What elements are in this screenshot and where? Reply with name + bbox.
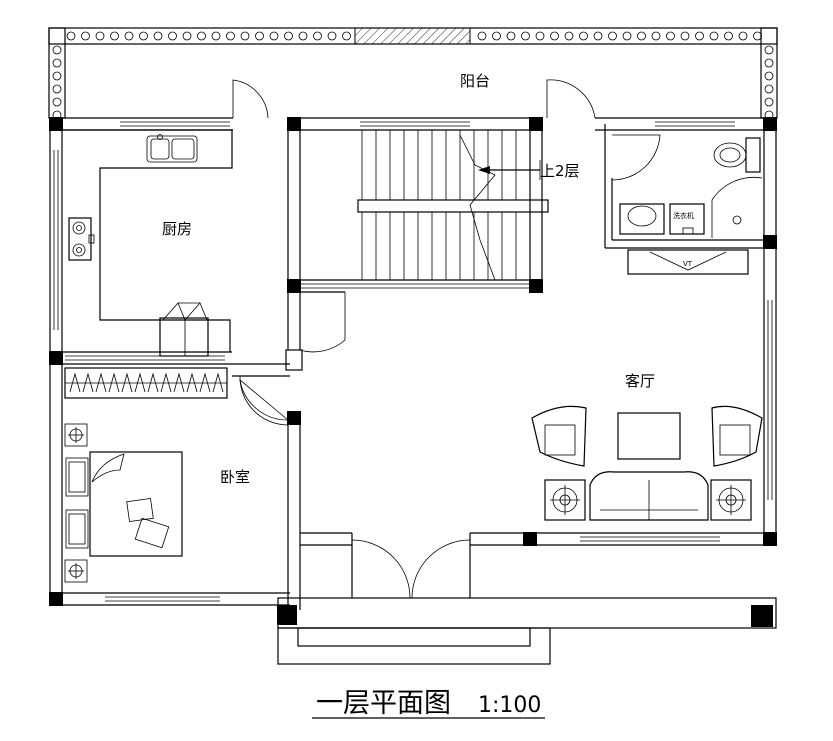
structural-columns <box>49 117 777 627</box>
hanger <box>212 372 224 393</box>
railing-post <box>521 31 530 41</box>
railing-post <box>52 71 62 81</box>
railing-post <box>764 97 774 107</box>
railing-post <box>313 31 322 41</box>
hanger <box>160 372 172 393</box>
railing-post <box>226 31 235 41</box>
railing-post <box>764 58 774 68</box>
railing-post <box>622 31 632 41</box>
staircase <box>299 129 549 281</box>
room-label-bedroom: 卧室 <box>220 468 250 486</box>
railing-post <box>506 31 516 41</box>
armchair-right <box>711 405 763 467</box>
railing-post <box>52 84 62 94</box>
sofa <box>589 471 709 521</box>
railing-post <box>342 31 351 41</box>
railing-post <box>695 31 704 41</box>
washer-label: 洗衣机 <box>673 211 694 220</box>
railing-post <box>764 71 774 81</box>
railing-post <box>327 31 337 41</box>
hanger <box>121 372 133 393</box>
hanger <box>108 372 120 393</box>
hanger <box>173 372 185 393</box>
kitchen-counter <box>62 129 233 352</box>
railing-post <box>197 31 206 41</box>
railing-post <box>81 31 90 41</box>
railing-post <box>492 31 501 41</box>
railing-post <box>550 31 559 41</box>
stair-treads <box>361 130 531 280</box>
hanger <box>186 372 198 393</box>
railing-post <box>124 31 134 41</box>
railing-post <box>66 31 76 41</box>
railing-post <box>52 45 62 55</box>
shower-area <box>711 176 763 238</box>
nightstand-lamp-bottom <box>64 559 88 583</box>
railing-post <box>110 31 119 41</box>
railing-post <box>211 31 221 41</box>
railing-post <box>608 31 617 41</box>
railing-post <box>738 31 748 41</box>
hanger <box>82 372 94 393</box>
hanger <box>147 372 159 393</box>
room-label-balcony: 阳台 <box>460 72 490 90</box>
room-label-kitchen: 厨房 <box>162 220 192 238</box>
hanger <box>95 372 107 393</box>
drawing-title: 一层平面图 <box>316 688 451 719</box>
railing-post <box>593 31 603 41</box>
front-porch <box>277 597 777 665</box>
fridge-icon <box>159 302 209 357</box>
railing-post <box>284 31 293 41</box>
railing-post <box>52 97 62 107</box>
doors <box>232 79 661 599</box>
washing-machine <box>669 203 705 235</box>
railing-post <box>240 31 250 41</box>
railing-post <box>269 31 279 41</box>
railing-post <box>95 31 105 41</box>
nightstand-lamp-top <box>64 423 88 447</box>
coffee-table <box>617 412 681 460</box>
balcony-railing <box>48 27 778 120</box>
railing-post <box>709 31 719 41</box>
railing-post <box>298 31 308 41</box>
railing-post <box>168 31 177 41</box>
railing-post <box>182 31 192 41</box>
railing-post <box>535 31 545 41</box>
hanger <box>69 372 81 393</box>
armchair-left <box>531 405 587 467</box>
railing-post <box>579 31 588 41</box>
stove-icon <box>68 217 95 261</box>
railing-post <box>52 58 62 68</box>
railing-post <box>477 31 487 41</box>
wardrobe-hangers <box>69 372 224 393</box>
toilet-icon <box>713 137 761 173</box>
railing-post <box>255 31 264 41</box>
stair-label: 上2层 <box>540 162 580 180</box>
tv-cabinet <box>627 249 749 275</box>
railing-post <box>764 84 774 94</box>
railing-post <box>651 31 661 41</box>
railing-post <box>680 31 690 41</box>
railing-post <box>564 31 574 41</box>
railing-post <box>153 31 163 41</box>
bed-icon <box>65 451 183 557</box>
wardrobe <box>64 367 228 399</box>
railing-circles <box>52 31 774 120</box>
hanger <box>199 372 211 393</box>
railing-post <box>139 31 148 41</box>
railing-post <box>724 31 733 41</box>
drawing-scale: 1:100 <box>478 693 541 718</box>
side-table-lamp-left <box>544 479 586 521</box>
tv-label: VT <box>683 260 693 268</box>
railing-post <box>764 45 774 55</box>
hanger <box>134 372 146 393</box>
sink-icon <box>619 203 665 235</box>
side-table-lamp-right <box>710 479 752 521</box>
railing-post <box>753 31 762 41</box>
railing-post <box>666 31 675 41</box>
room-label-living-room: 客厅 <box>625 372 655 390</box>
railing-post <box>637 31 646 41</box>
